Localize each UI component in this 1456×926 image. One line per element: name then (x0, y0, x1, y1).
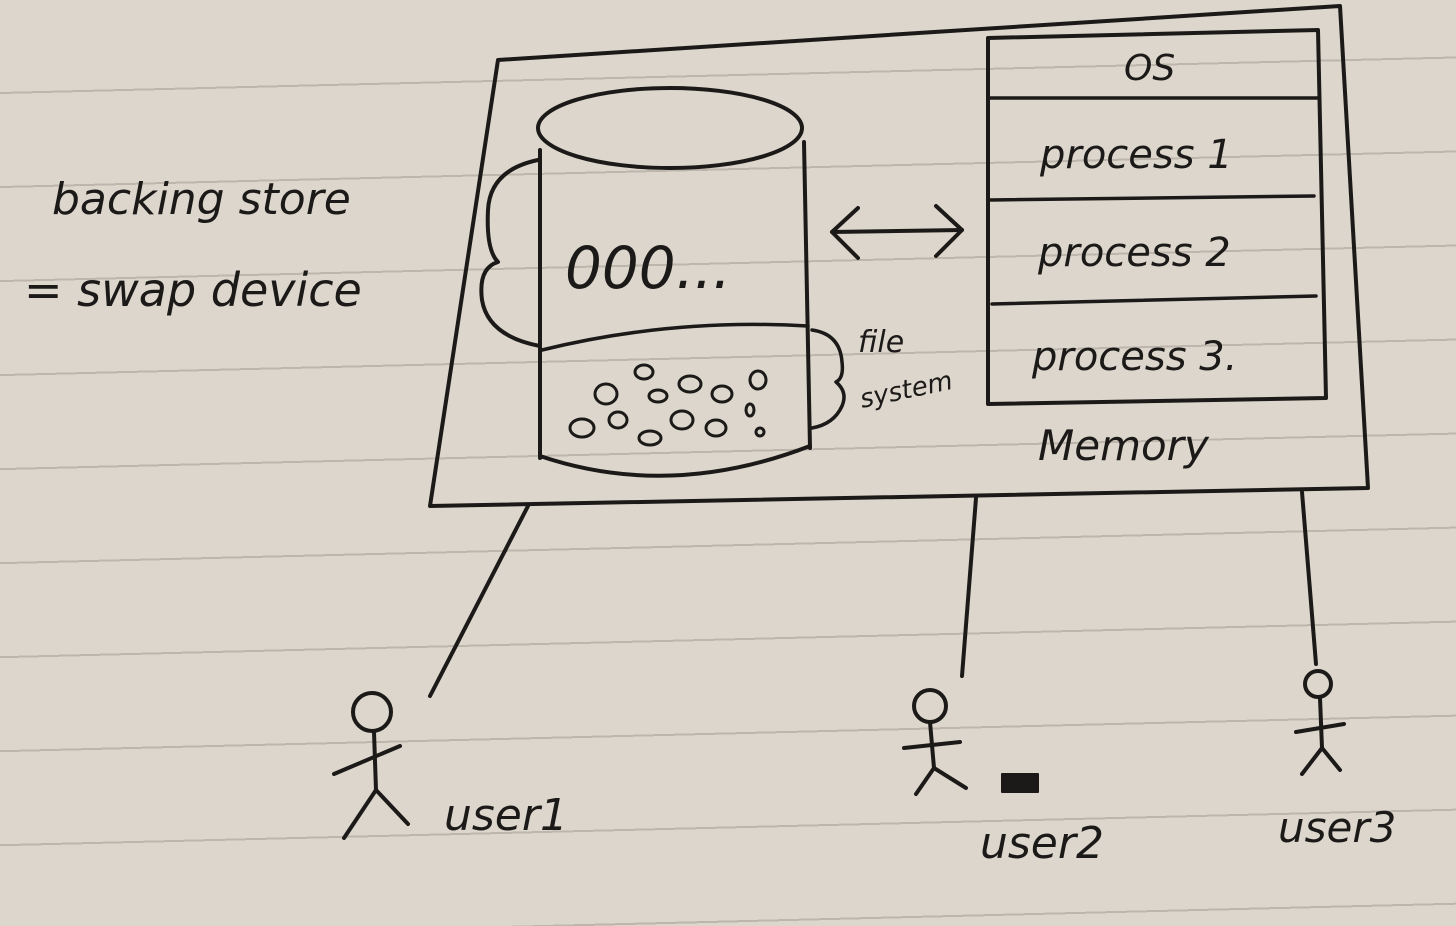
user1-label: user1 (444, 790, 568, 841)
file-blocks (568, 363, 768, 447)
disk-cylinder (536, 86, 812, 478)
file-system-brace (810, 328, 846, 430)
memory-row-process-1: process 1 (1039, 132, 1233, 178)
user2-connection (960, 496, 978, 678)
user2-figure (902, 688, 1039, 796)
file-system-label-1: file (858, 325, 904, 360)
user1-figure (332, 691, 410, 840)
system-box (428, 4, 1370, 508)
swap-arrow (830, 204, 964, 260)
memory-caption: Memory (1038, 421, 1210, 470)
backing-store-label: backing store (52, 174, 351, 225)
disk-partition-line (540, 322, 810, 352)
user2-label: user2 (980, 818, 1104, 869)
swap-brace (479, 158, 542, 348)
user1-connection (428, 504, 530, 698)
user3-figure (1294, 669, 1346, 776)
swap-device-label: = swap device (24, 263, 362, 317)
swap-slots: 000... (565, 234, 731, 302)
file-system-label-2: system (857, 366, 955, 415)
user2-terminal-icon (1001, 773, 1039, 793)
user3-connection (1300, 490, 1318, 666)
memory-row-os: OS (1124, 48, 1175, 89)
memory-row-process-2: process 2 (1037, 230, 1231, 276)
memory-box (986, 28, 1328, 406)
memory-row-process-3: process 3. (1031, 334, 1237, 380)
user3-label: user3 (1278, 803, 1396, 852)
